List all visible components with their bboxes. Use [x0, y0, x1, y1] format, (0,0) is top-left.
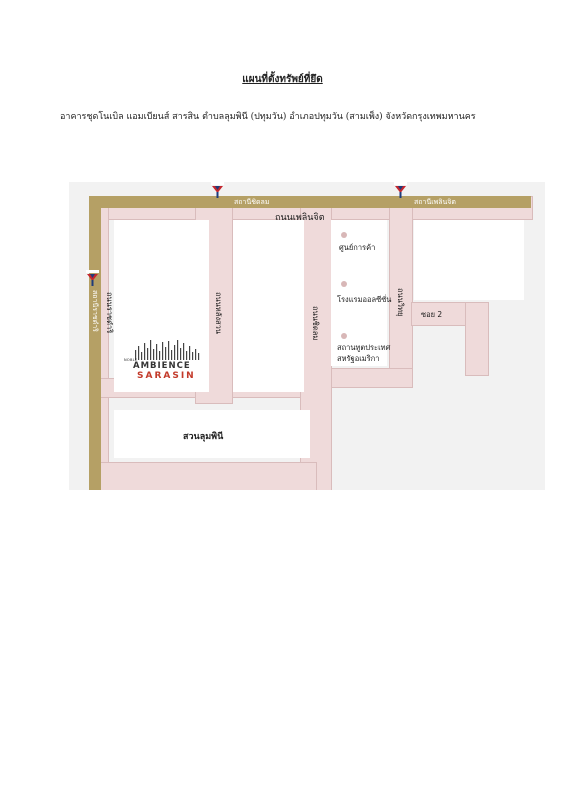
logo-name: AMBIENCE — [133, 361, 191, 371]
block-center — [233, 220, 304, 392]
landmark-label-embassy-line1: สถานทูตประเทศ — [337, 343, 391, 352]
block-east — [414, 220, 524, 300]
landmark-dot-mall — [341, 232, 347, 238]
road-soi-2-branch — [465, 302, 489, 376]
landmark-dot-hotel — [341, 281, 347, 287]
station-label-phloen-chit: สถานีเพลินจิต — [414, 198, 456, 206]
road-label-ratchadamri: ถนนราชดำริ — [105, 292, 114, 334]
block-mall-hotel — [331, 220, 387, 366]
bts-station-icon — [211, 182, 224, 198]
road-label-lang-suan: ถนนหลังสวน — [214, 292, 223, 334]
location-map: ถนนเพลินจิต ถนนราชดำริ ถนนหลังสวน ถนนชิด… — [69, 182, 545, 490]
landmark-label-embassy-line2: สหรัฐอเมริกา — [337, 354, 380, 363]
road-label-phloen-chit: ถนนเพลินจิต — [275, 213, 325, 223]
bts-station-icon — [394, 182, 407, 198]
road-east — [331, 368, 413, 388]
main-road-top — [89, 196, 531, 208]
page-title: แผนที่ตั้งทรัพย์ที่ยึด — [242, 74, 323, 85]
station-label-ratchadamri: สถานีราชดำริ — [91, 290, 99, 332]
block-noble-ambience — [114, 220, 209, 392]
logo-brand: NOBLE — [124, 358, 138, 362]
skyline-logo-graphic — [135, 340, 200, 360]
landmark-dot-embassy — [341, 333, 347, 339]
road-label-chit-lom: ถนนชิดลม — [311, 306, 320, 341]
logo-sub: SARASIN — [137, 371, 196, 381]
landmark-label-mall: ศูนย์การค้า — [339, 243, 376, 252]
block-lumphini-park — [114, 410, 310, 458]
soi-label: ซอย 2 — [421, 310, 443, 319]
landmark-label-hotel: โรงแรมออลซีซั่น — [337, 295, 392, 304]
road-witthayu — [389, 196, 413, 388]
park-label-lumphini: สวนลุมพินี — [183, 432, 224, 442]
road-label-witthayu: ถนนวิทยุ — [396, 288, 405, 317]
station-label-chit-lom: สถานีชิดลม — [234, 198, 270, 206]
main-road-ratchadamri — [89, 196, 101, 490]
property-address: อาคารชุดโนเบิล แอมเบียนส์ สารสิน ตำบลลุม… — [60, 112, 476, 122]
road-bottom-left — [89, 462, 317, 490]
bts-station-icon — [86, 270, 99, 286]
